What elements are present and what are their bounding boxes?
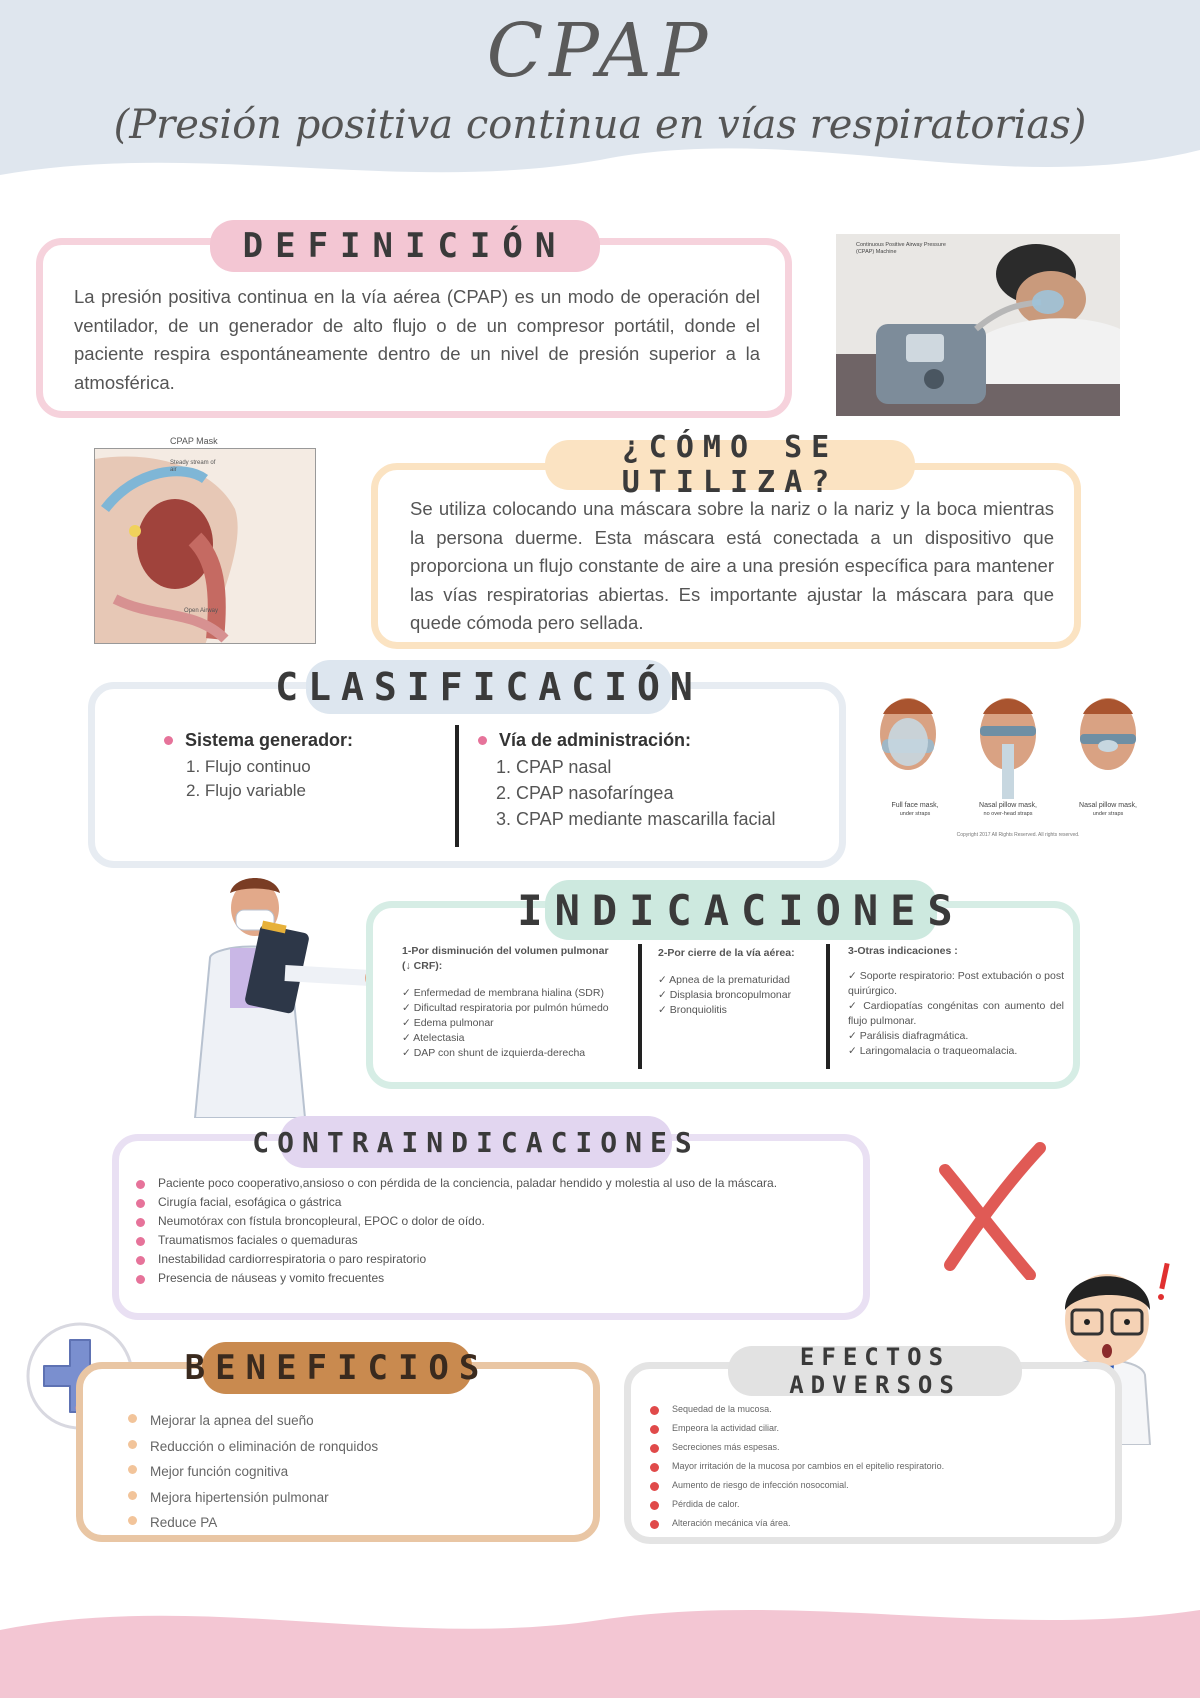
benefit-item: Mejorar la apnea del sueño	[128, 1408, 568, 1434]
page-subtitle: (Presión positiva continua en vías respi…	[113, 102, 1087, 148]
indications-col-title: 2-Por cierre de la vía aérea:	[658, 947, 795, 959]
usage-text: Se utiliza colocando una máscara sobre l…	[410, 498, 1054, 633]
airway-diagram-image	[94, 448, 316, 644]
mask-label-text: Full face mask,	[891, 802, 939, 809]
bullet-dot	[164, 736, 173, 745]
contraindication-item: Inestabilidad cardiorrespiratoria o paro…	[136, 1250, 836, 1269]
generator-title: Sistema generador:	[185, 730, 354, 750]
mask-label-text: Nasal pillow mask,	[979, 802, 1037, 809]
cpap-machine-image: Continuous Positive Airway Pressure (CPA…	[836, 234, 1120, 416]
footer-wave	[0, 1610, 1200, 1698]
indication-item: ✓ Enfermedad de membrana hialina (SDR)	[402, 987, 604, 999]
benefits-heading: BENEFICIOS	[185, 1342, 479, 1394]
contraindication-item: Presencia de náuseas y vomito frecuentes	[136, 1269, 836, 1288]
definition-text: La presión positiva continua en la vía a…	[74, 286, 760, 393]
page-title: CPAP	[486, 8, 714, 94]
header-wave	[0, 0, 1200, 175]
contraindication-item: Neumotórax con fístula broncopleural, EP…	[136, 1212, 836, 1231]
classification-divider	[455, 725, 459, 847]
indication-item: ✓ Laringomalacia o traqueomalacia.	[848, 1045, 1018, 1057]
classification-heading: CLASIFICACIÓN	[275, 660, 693, 714]
indications-heading: INDICACIONES	[517, 880, 953, 940]
mask-sub-text: under straps	[1092, 811, 1124, 817]
indication-item: ✓ Soporte respiratorio: Post extubación …	[848, 970, 1064, 997]
indication-item: ✓ Cardiopatías congénitas con aumento de…	[848, 1000, 1064, 1027]
administration-title: Vía de administración:	[499, 730, 692, 750]
indications-divider-1	[638, 944, 642, 1069]
benefit-item: Mejora hipertensión pulmonar	[128, 1485, 568, 1511]
generator-item: 1. Flujo continuo	[186, 757, 311, 776]
airway-diagram-label: CPAP Mask	[170, 436, 218, 446]
adverse-effects-list: Sequedad de la mucosa. Empeora la activi…	[650, 1400, 1090, 1533]
mask-label-1: Full face mask, under straps	[880, 802, 950, 818]
administration-item: 3. CPAP mediante mascarilla facial	[496, 809, 776, 829]
indications-col-2: 2-Por cierre de la vía aérea: ✓ Apnea de…	[658, 946, 828, 1018]
usage-heading: ¿CÓMO SE UTILIZA?	[545, 430, 915, 500]
indication-item: ✓ Edema pulmonar	[402, 1017, 494, 1029]
benefits-list: Mejorar la apnea del sueño Reducción o e…	[128, 1408, 568, 1536]
indications-col-title: 3-Otras indicaciones :	[848, 945, 958, 957]
mask-sub-text: no over-head straps	[983, 811, 1033, 817]
adverse-effect-item: Sequedad de la mucosa.	[650, 1400, 1090, 1419]
contraindication-item: Cirugía facial, esofágica o gástrica	[136, 1193, 836, 1212]
indication-item: ✓ Atelectasia	[402, 1032, 465, 1044]
adverse-effect-item: Alteración mecánica vía área.	[650, 1514, 1090, 1533]
mask-label-3: Nasal pillow mask, under straps	[1068, 802, 1148, 818]
adverse-effect-item: Mayor irritación de la mucosa por cambio…	[650, 1457, 1090, 1476]
definition-card	[36, 238, 792, 418]
classification-left-column: Sistema generador: 1. Flujo continuo 2. …	[164, 730, 424, 801]
airway-label-open: Open Airway	[184, 608, 219, 614]
indication-item: ✓ Bronquiolitis	[658, 1004, 727, 1016]
mask-types-image: Full face mask, under straps Nasal pillo…	[868, 684, 1148, 844]
bullet-dot	[478, 736, 487, 745]
cpap-machine-caption: Continuous Positive Airway Pressure (CPA…	[856, 242, 946, 255]
indication-item: ✓ DAP con shunt de izquierda-derecha	[402, 1047, 586, 1059]
definition-heading: DEFINICIÓN	[210, 220, 600, 272]
contraindications-list: Paciente poco cooperativo,ansioso o con …	[136, 1174, 836, 1288]
administration-item: 1. CPAP nasal	[496, 757, 612, 777]
indication-item: ✓ Parálisis diafragmática.	[848, 1030, 969, 1042]
generator-item: 2. Flujo variable	[186, 781, 307, 800]
indications-divider-2	[826, 944, 830, 1069]
benefit-item: Mejor función cognitiva	[128, 1459, 568, 1485]
contraindication-item: Paciente poco cooperativo,ansioso o con …	[136, 1174, 836, 1193]
mask-label-2: Nasal pillow mask, no over-head straps	[968, 802, 1048, 818]
indication-item: ✓ Dificultad respiratoria por pulmón húm…	[402, 1002, 609, 1014]
administration-item: 2. CPAP nasofaríngea	[496, 783, 674, 803]
benefit-item: Reduce PA	[128, 1510, 568, 1536]
adverse-effect-item: Secreciones más espesas.	[650, 1438, 1090, 1457]
benefit-item: Reducción o eliminación de ronquidos	[128, 1434, 568, 1460]
indication-item: ✓ Displasia broncopulmonar	[658, 989, 792, 1001]
indications-col-3: 3-Otras indicaciones : ✓ Soporte respira…	[848, 944, 1064, 1059]
classification-right-column: Vía de administración: 1. CPAP nasal 2. …	[478, 730, 838, 830]
red-x-icon	[939, 1142, 1046, 1280]
mask-label-text: Nasal pillow mask,	[1079, 802, 1137, 809]
airway-label-stream: Steady stream of air	[170, 460, 216, 473]
adverse-effect-item: Pérdida de calor.	[650, 1495, 1090, 1514]
mask-sub-text: under straps	[899, 811, 931, 817]
indications-col-title: 1-Por disminución del volumen pulmonar (…	[402, 945, 609, 972]
indication-item: ✓ Apnea de la prematuridad	[658, 974, 790, 986]
contraindications-heading: CONTRAINDICACIONES	[252, 1116, 692, 1168]
doctor-illustration	[170, 868, 400, 1119]
adverse-effect-item: Empeora la actividad ciliar.	[650, 1419, 1090, 1438]
contraindication-item: Traumatismos faciales o quemaduras	[136, 1231, 836, 1250]
mask-copyright: Copyright 2017 All Rights Reserved. All …	[956, 832, 1080, 838]
indications-col-1: 1-Por disminución del volumen pulmonar (…	[402, 944, 612, 1061]
adverse-effects-heading: EFECTOS ADVERSOS	[728, 1343, 1022, 1399]
adverse-effect-item: Aumento de riesgo de infección nosocomia…	[650, 1476, 1090, 1495]
